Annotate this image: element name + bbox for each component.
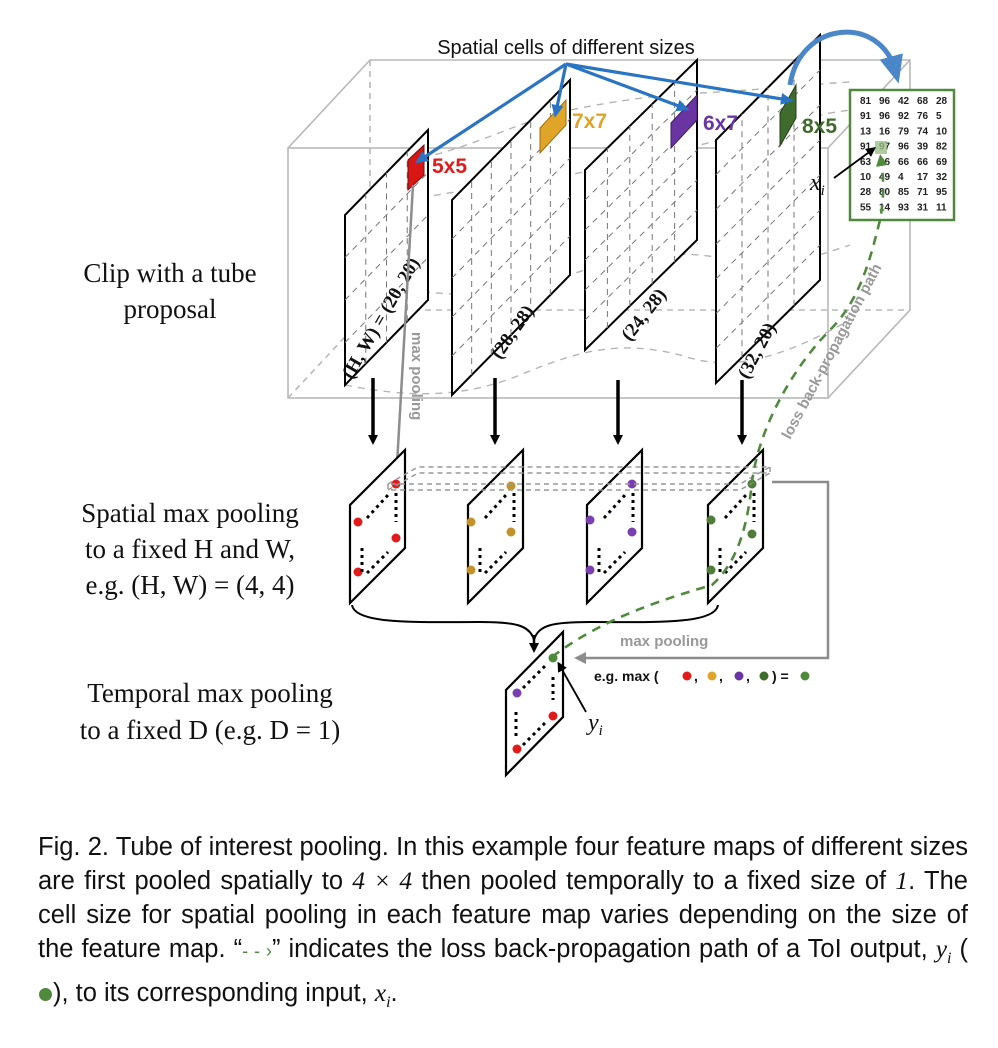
spatial-pooling-arrow — [390, 184, 415, 488]
pooled-map-1 — [348, 447, 407, 606]
yi-pointer — [557, 661, 587, 713]
pooled-map-3 — [585, 447, 644, 606]
pooled-value-dot — [627, 479, 637, 489]
max-pooling-label: max pooling — [620, 633, 708, 650]
blue-arrows — [414, 62, 794, 164]
matrix-cell: 96 — [898, 142, 910, 153]
matrix-cell: 17 — [917, 172, 929, 183]
feature-map-2 — [451, 77, 571, 398]
matrix-cell: 55 — [860, 202, 872, 213]
matrix-cell: 32 — [936, 172, 948, 183]
matrix-cell: 13 — [860, 126, 872, 137]
matrix-cell: 5 — [936, 111, 942, 122]
pooled-value-dot — [585, 515, 595, 525]
matrix-cell: 71 — [917, 187, 929, 198]
feature-map-3 — [584, 57, 698, 353]
pooled-value-dot — [353, 567, 363, 577]
pooled-value-dot — [466, 517, 476, 527]
selection-box — [385, 466, 773, 491]
matrix-cell: 68 — [917, 96, 929, 107]
matrix-cell: 95 — [936, 187, 948, 198]
figure-caption: Fig. 2. Tube of interest pooling. In thi… — [38, 833, 969, 1012]
label-clip-1: Clip with a tube — [83, 258, 256, 288]
max-formula: e.g. max ( , , , ) = — [594, 668, 810, 684]
top-label: Spatial cells of different sizes — [437, 37, 695, 59]
label-temporal-2: to a fixed D (e.g. D = 1) — [80, 715, 340, 745]
matrix-cell: 93 — [898, 202, 910, 213]
matrix-cell: 49 — [879, 172, 891, 183]
matrix-cell: 14 — [879, 202, 891, 213]
temporal-value-dot — [512, 744, 522, 754]
tube-of-interest-diagram: Spatial cells of different sizes 5x5 7x7… — [80, 29, 956, 778]
matrix-cell: 92 — [898, 111, 910, 122]
matrix-cell: 91 — [860, 111, 872, 122]
temporal-pooling-arrow — [574, 480, 830, 664]
curved-arrow — [787, 29, 903, 86]
label-spatial-3: e.g. (H, W) = (4, 4) — [86, 570, 295, 600]
matrix-cell: 96 — [879, 96, 891, 107]
temporal-value-dot — [512, 688, 522, 698]
matrix-cell: 16 — [879, 126, 891, 137]
matrix-cell: 76 — [917, 111, 929, 122]
pooled-value-dot — [706, 565, 716, 575]
down-arrows — [368, 378, 747, 445]
cell-label-5x5: 5x5 — [432, 155, 467, 178]
matrix-cell: 74 — [917, 126, 929, 137]
pooled-value-dot — [391, 533, 401, 543]
label-clip-2: proposal — [124, 294, 217, 324]
cell-label-8x5: 8x5 — [802, 115, 837, 138]
pooled-value-dot — [506, 481, 516, 491]
matrix-cell: 42 — [898, 96, 910, 107]
matrix-cell: 81 — [860, 96, 872, 107]
svg-text:) =: ) = — [772, 668, 789, 684]
yi-label: yi — [586, 710, 603, 739]
matrix-cell: 66 — [898, 157, 910, 168]
matrix-cell: 10 — [936, 126, 948, 137]
pooled-value-dot — [466, 565, 476, 575]
matrix-cell: 69 — [936, 157, 948, 168]
pooled-value-dot — [585, 565, 595, 575]
matrix-cell: 96 — [879, 111, 891, 122]
cell-label-7x7: 7x7 — [572, 110, 607, 133]
matrix-cell: 11 — [936, 202, 947, 213]
matrix-cell: 10 — [860, 172, 872, 183]
label-spatial-2: to a fixed H and W, — [85, 534, 295, 564]
pooled-value-dot — [353, 517, 363, 527]
xi-pointer — [833, 147, 877, 179]
pooled-value-dot — [391, 479, 401, 489]
matrix-cell: 28 — [936, 96, 948, 107]
temporal-value-dot — [548, 711, 558, 721]
pooled-map-4 — [706, 447, 765, 606]
matrix-cell: 31 — [917, 202, 929, 213]
temporal-pooled-map — [504, 629, 565, 778]
matrix-cell: 66 — [917, 157, 929, 168]
svg-text:,: , — [694, 668, 698, 684]
label-temporal-1: Temporal max pooling — [87, 678, 333, 708]
pooled-value-dot — [506, 527, 516, 537]
matrix-cell: 85 — [898, 187, 910, 198]
max-pooling-vertical: max pooling — [408, 332, 425, 420]
pooled-value-dot — [706, 515, 716, 525]
green-dot-icon — [39, 987, 52, 1001]
input-matrix: 8196426828919692765131679741091979639826… — [848, 88, 956, 222]
pooled-value-dot — [747, 529, 757, 539]
matrix-cell: 80 — [879, 187, 891, 198]
svg-text:,: , — [719, 668, 723, 684]
svg-text:,: , — [746, 668, 750, 684]
loss-path — [551, 154, 888, 659]
matrix-cell: 63 — [860, 157, 872, 168]
svg-text:e.g. max (: e.g. max ( — [594, 668, 659, 684]
matrix-cell: 4 — [898, 172, 904, 183]
matrix-cell: 39 — [917, 142, 929, 153]
label-spatial-1: Spatial max pooling — [81, 498, 298, 528]
cell-label-6x7: 6x7 — [703, 112, 738, 135]
matrix-cell: 28 — [860, 187, 872, 198]
matrix-cell: 82 — [936, 142, 948, 153]
xi-label: xi — [809, 170, 825, 199]
feature-map-1 — [344, 127, 429, 388]
matrix-cell: 79 — [898, 126, 910, 137]
pooled-value-dot — [627, 527, 637, 537]
